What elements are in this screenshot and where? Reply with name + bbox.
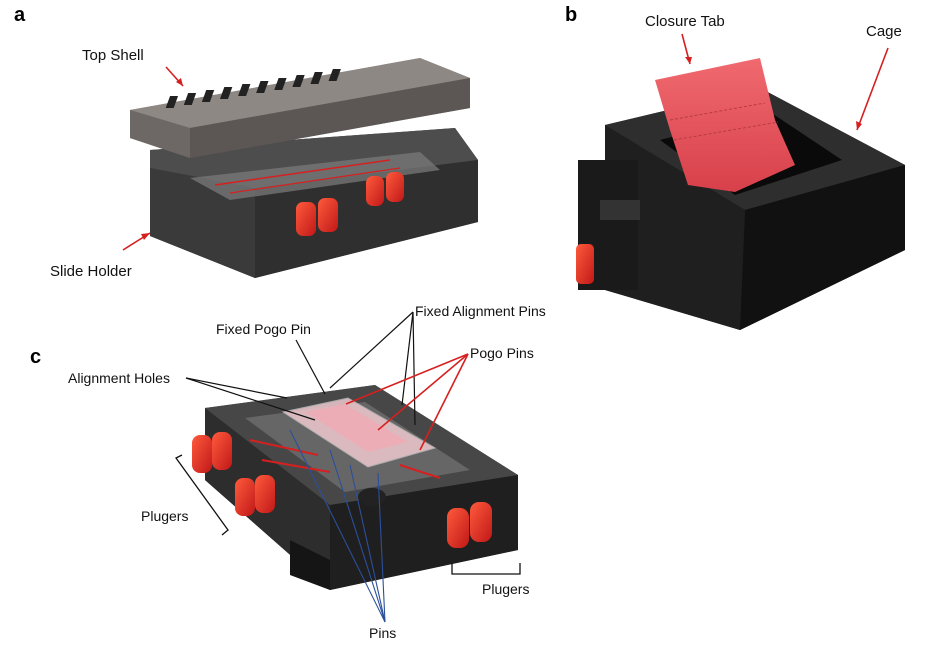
panel-letter-b: b [565, 4, 577, 26]
closure-tab [655, 58, 795, 192]
leader-cage [856, 47, 889, 131]
leaders-black [185, 311, 416, 426]
label-fixed-pogo-pin: Fixed Pogo Pin [216, 321, 311, 337]
plunger-b [576, 244, 594, 284]
plunger-c-right [447, 502, 492, 548]
label-slide-holder: Slide Holder [50, 263, 132, 280]
plunger-a-right [366, 172, 404, 206]
vent-slots [165, 69, 341, 108]
panel-letter-a: a [14, 4, 26, 26]
bracket-plugers-left [175, 454, 229, 536]
slide-holder-device [150, 128, 478, 278]
panel-letter-c: c [30, 346, 41, 368]
leaders-red [345, 353, 469, 451]
plunger-a-left [296, 198, 338, 236]
label-plugers-right: Plugers [482, 581, 529, 597]
bracket-plugers-right [451, 563, 521, 575]
top-shell-device [130, 58, 470, 158]
label-pogo-pins: Pogo Pins [470, 345, 534, 361]
panel-c: c [30, 303, 546, 641]
panel-b: b Closure Tab Cage [565, 4, 905, 330]
plunger-c-left-top [192, 432, 232, 473]
label-closure-tab: Closure Tab [645, 13, 725, 30]
label-pins: Pins [369, 625, 396, 641]
leaders-blue [289, 429, 386, 623]
label-alignment-holes: Alignment Holes [68, 370, 170, 386]
label-plugers-left: Plugers [141, 508, 188, 524]
label-cage: Cage [866, 23, 902, 40]
plunger-c-left-bottom [235, 475, 275, 516]
label-fixed-alignment-pins: Fixed Alignment Pins [415, 303, 546, 319]
panel-a: a [14, 4, 478, 280]
label-top-shell: Top Shell [82, 47, 144, 64]
